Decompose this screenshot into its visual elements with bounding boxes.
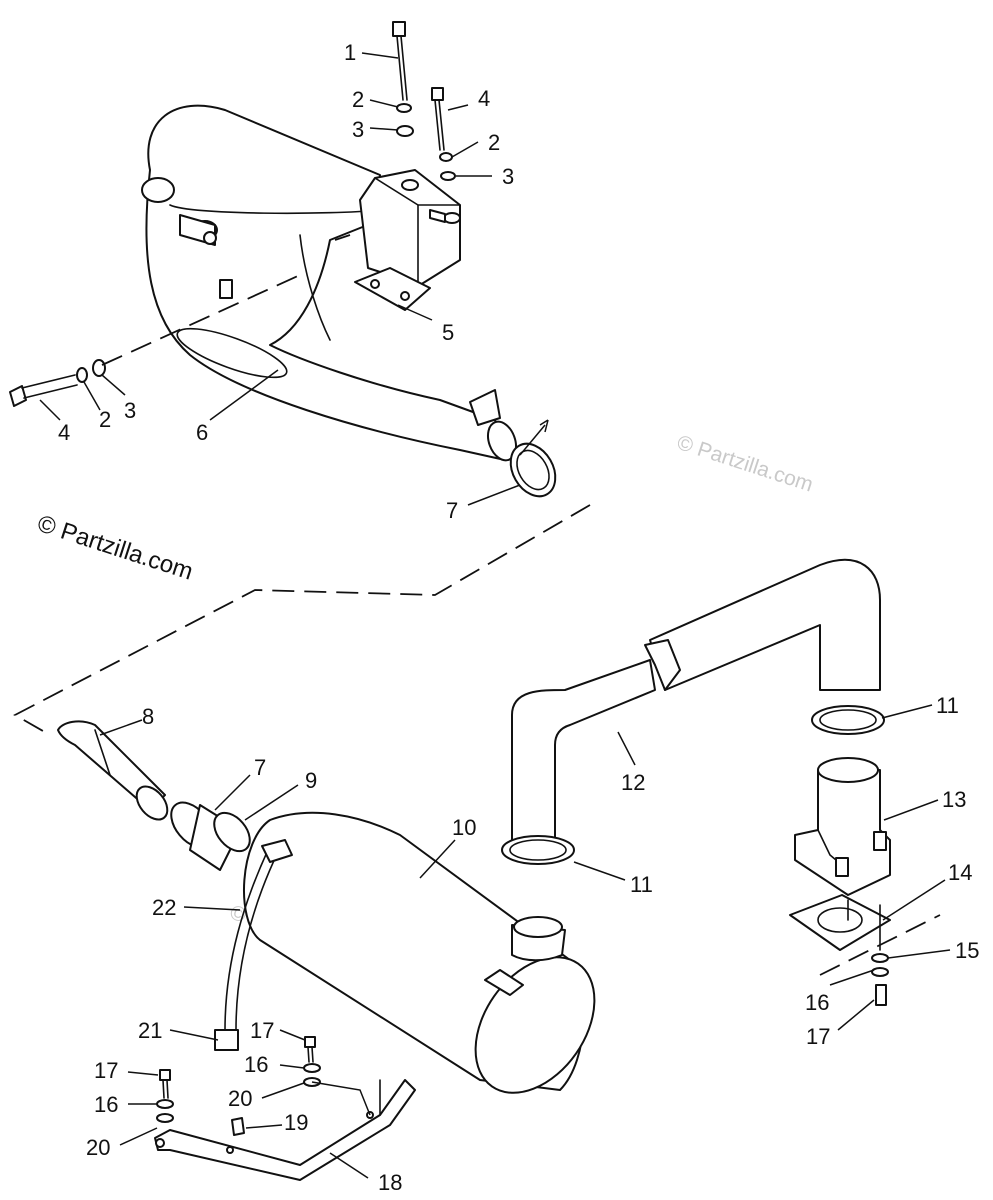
bolt-19: [231, 1117, 245, 1136]
lock-washer: [76, 367, 88, 383]
bolt-17-right: [875, 984, 887, 1006]
callout-11: 11: [936, 693, 959, 718]
exhaust-hose-8: [57, 720, 169, 821]
muffler-10: [243, 811, 596, 1094]
callout-3: 3: [502, 164, 514, 189]
copyright-text: © Partzilla.com: [34, 510, 196, 586]
callout-2: 2: [352, 87, 364, 112]
callout-16: 16: [805, 990, 829, 1015]
callout-16: 16: [244, 1052, 268, 1077]
flat-washer: [871, 967, 889, 977]
outlet-gasket-14: [789, 894, 891, 951]
leader-lines: [39, 52, 951, 1179]
flat-washer: [156, 1113, 174, 1123]
bolt-17-left: [159, 1069, 171, 1099]
callout-17: 17: [250, 1018, 274, 1043]
flange-gasket: [354, 267, 431, 311]
bolt-17-mid: [304, 1036, 316, 1063]
callout-3: 3: [124, 398, 136, 423]
callout-2: 2: [488, 130, 500, 155]
lock-washer: [439, 152, 453, 162]
muffler-strap: [214, 839, 293, 1051]
callout-14: 14: [948, 860, 972, 885]
lock-washer: [303, 1063, 321, 1073]
flat-washer: [92, 359, 106, 377]
callout-13: 13: [942, 787, 966, 812]
bolt-1: [392, 21, 408, 101]
callout-7: 7: [446, 498, 458, 523]
callout-10: 10: [452, 815, 476, 840]
lock-washer: [396, 103, 412, 113]
callout-17: 17: [94, 1058, 118, 1083]
flat-washer: [396, 125, 414, 137]
callout-7: 7: [254, 755, 266, 780]
callout-20: 20: [228, 1086, 252, 1111]
hose-clamp-7-top: [509, 442, 557, 498]
callout-3: 3: [352, 117, 364, 142]
callout-16: 16: [94, 1092, 118, 1117]
flat-washer: [440, 171, 456, 181]
lock-washer: [871, 953, 889, 963]
bolt-4-lower: [9, 374, 78, 407]
callout-1: 1: [344, 40, 356, 65]
callout-4: 4: [478, 86, 490, 111]
exhaust-outlet-13: [794, 757, 891, 896]
callout-20: 20: [86, 1135, 110, 1160]
callout-17: 17: [806, 1024, 830, 1049]
callout-12: 12: [621, 770, 645, 795]
callout-5: 5: [442, 320, 454, 345]
callout-9: 9: [305, 768, 317, 793]
callout-4: 4: [58, 420, 70, 445]
callout-6: 6: [196, 420, 208, 445]
callout-21: 21: [138, 1018, 162, 1043]
bolt-4-upper: [431, 87, 445, 151]
callout-8: 8: [142, 704, 154, 729]
expansion-chamber: [141, 104, 518, 462]
callout-2: 2: [99, 407, 111, 432]
callout-19: 19: [284, 1110, 308, 1135]
lock-washer: [156, 1099, 174, 1109]
callout-15: 15: [955, 938, 979, 963]
callout-18: 18: [378, 1170, 402, 1195]
callout-11: 11: [630, 872, 653, 897]
watermark-text: © Partzilla.com: [674, 431, 816, 497]
coupler-9: [189, 804, 251, 871]
manifold-flange: [359, 169, 461, 286]
callout-22: 22: [152, 895, 176, 920]
callout-labels: 1 2 3 4 2 3 5 4 2 3 6 7 8 7 9 10 11 12 1…: [58, 40, 979, 1195]
mounting-bracket-18: [154, 1079, 416, 1181]
